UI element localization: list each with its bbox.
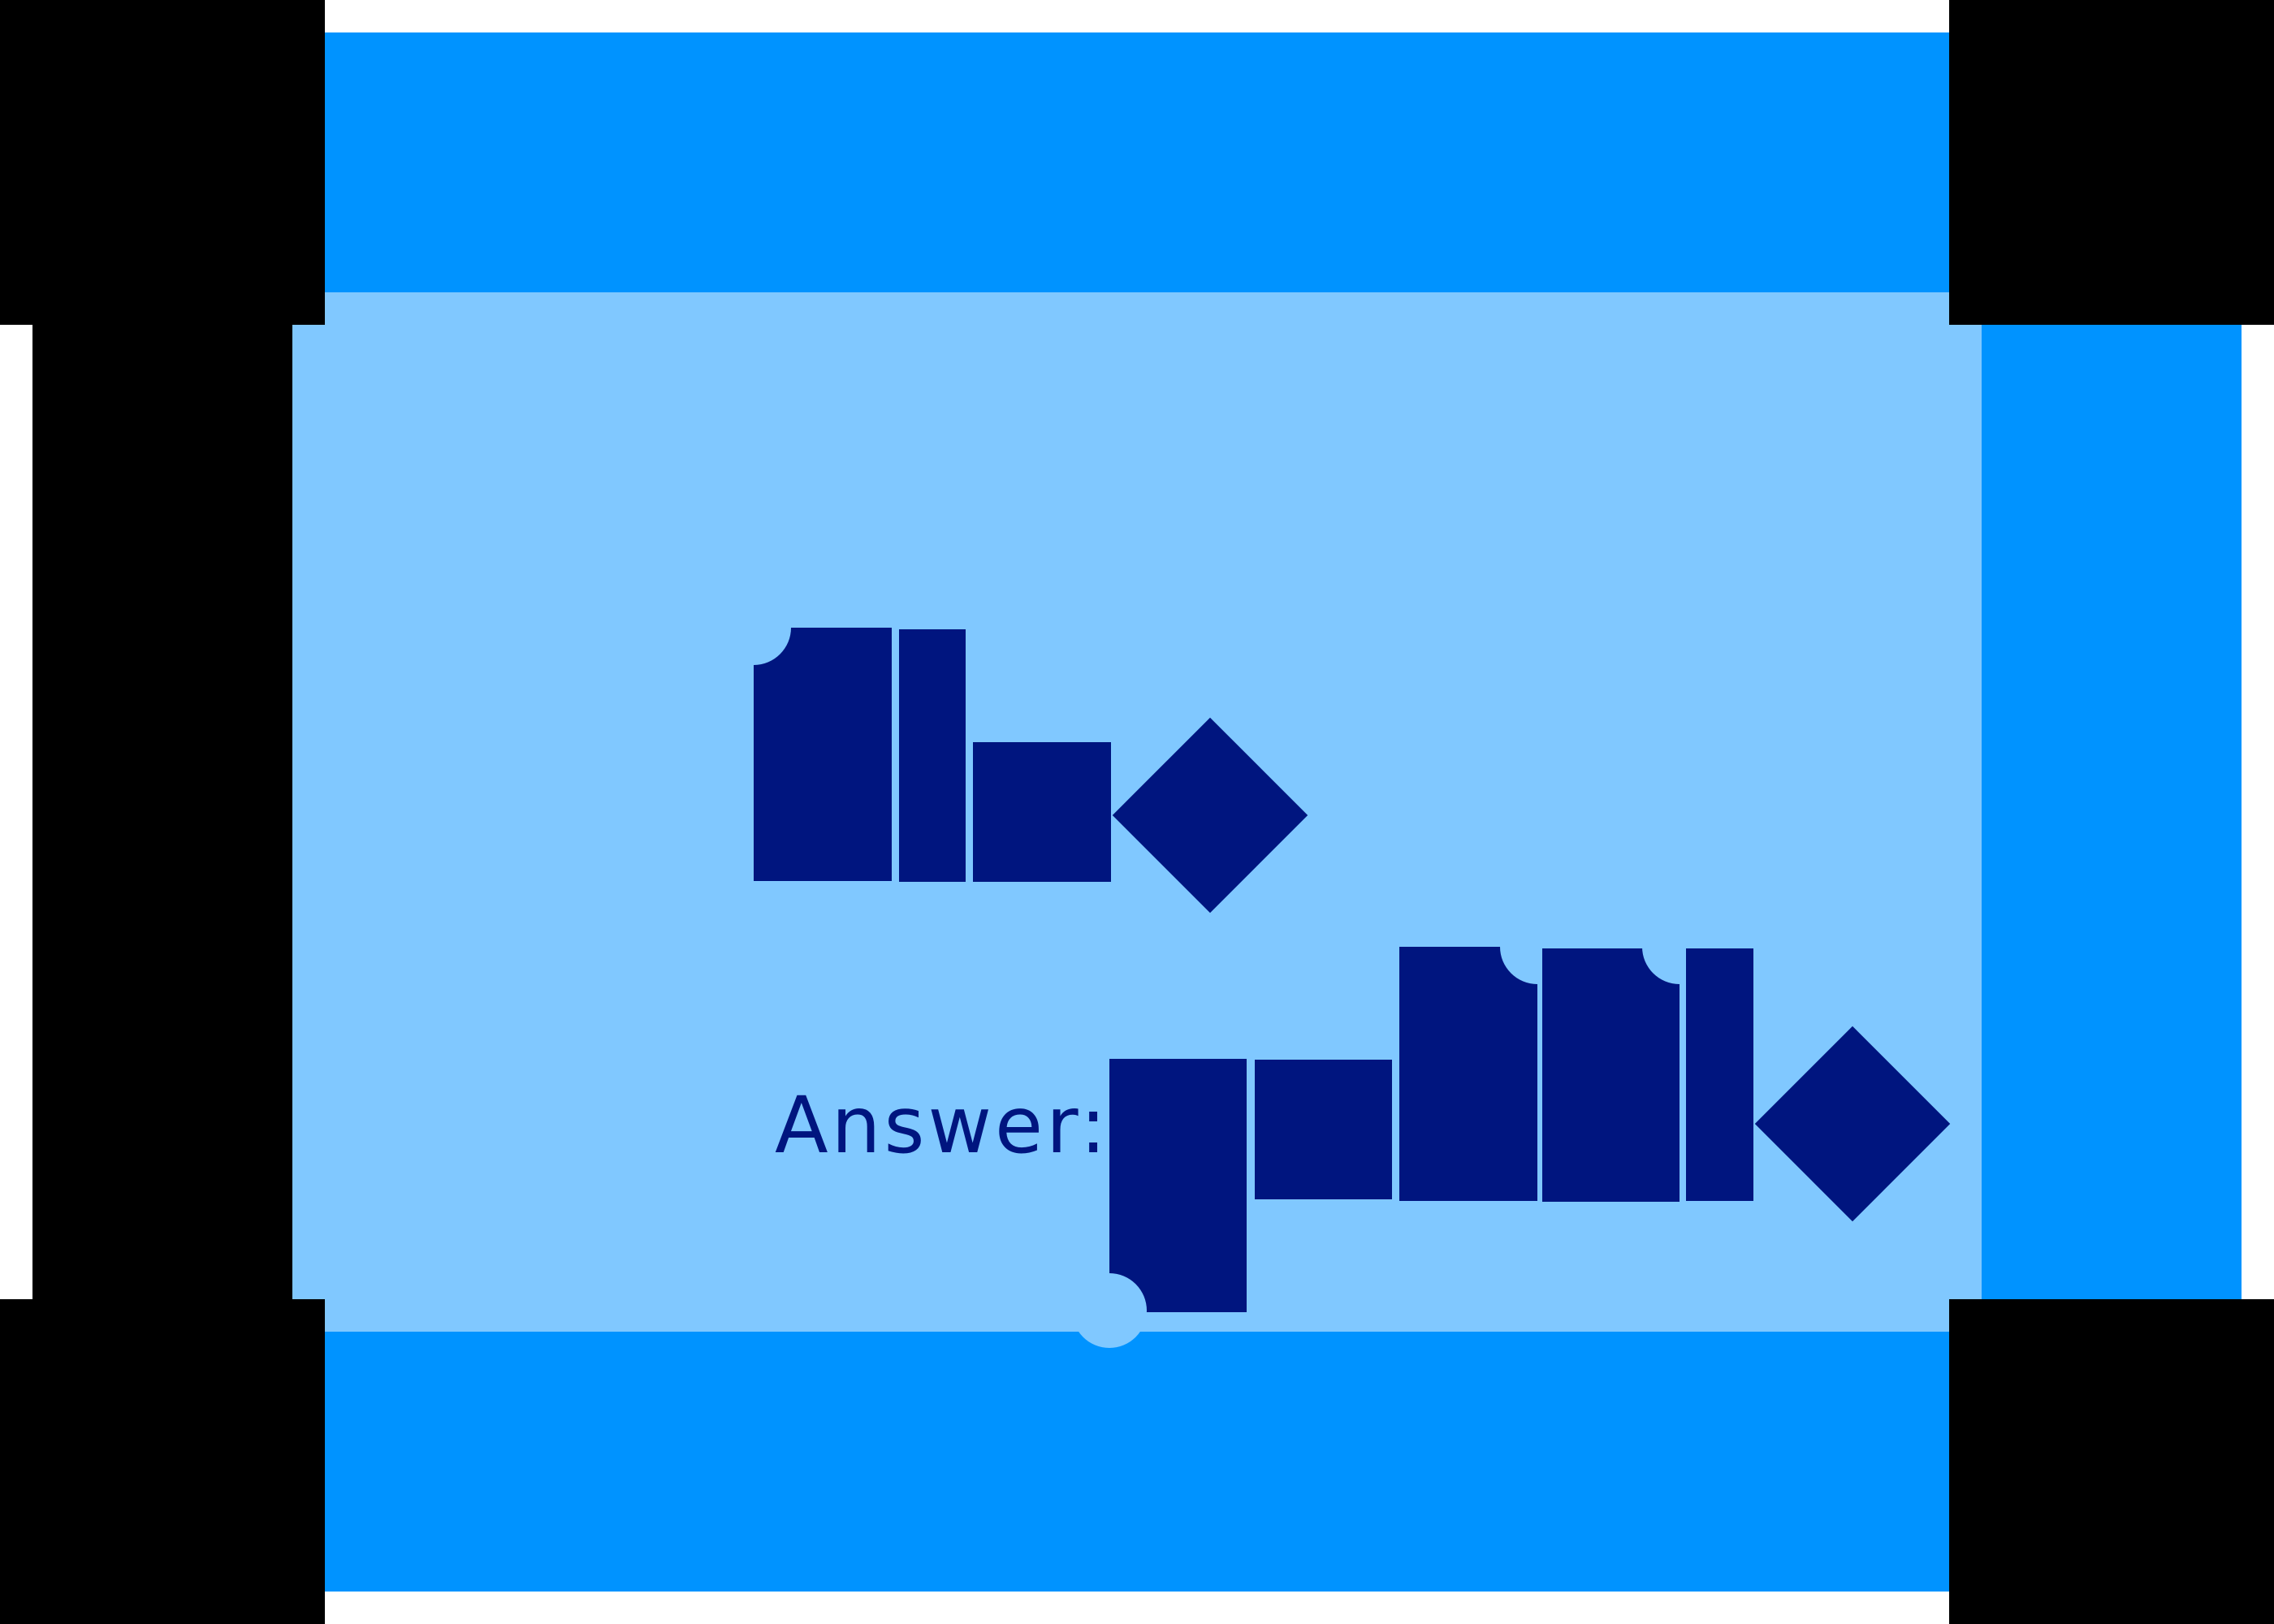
top-row-glyph-2: [899, 629, 966, 882]
bottom-frame-band: [325, 1332, 1949, 1592]
answer-glyph-2: [1255, 1060, 1392, 1199]
answer-glyph-1-notch: [1072, 1273, 1147, 1348]
answer-glyph-5: [1686, 948, 1753, 1201]
right-frame-band: [1982, 325, 2242, 1299]
top-left-corner: [0, 0, 325, 325]
bottom-left-corner: [0, 1299, 325, 1624]
top-frame-band: [325, 32, 1949, 292]
answer-label: Answer:: [775, 1080, 1110, 1171]
answer-glyph-1: [1109, 1059, 1247, 1312]
top-row-glyph-3: [973, 742, 1111, 882]
top-right-corner: [1949, 0, 2274, 325]
top-row-glyph-1-notch: [716, 590, 791, 665]
bottom-right-corner: [1949, 1299, 2274, 1624]
left-frame-band: [32, 325, 292, 1299]
top-row-glyph-1: [754, 628, 892, 881]
answer-glyph-4: [1542, 948, 1680, 1202]
answer-glyph-3: [1399, 947, 1537, 1201]
